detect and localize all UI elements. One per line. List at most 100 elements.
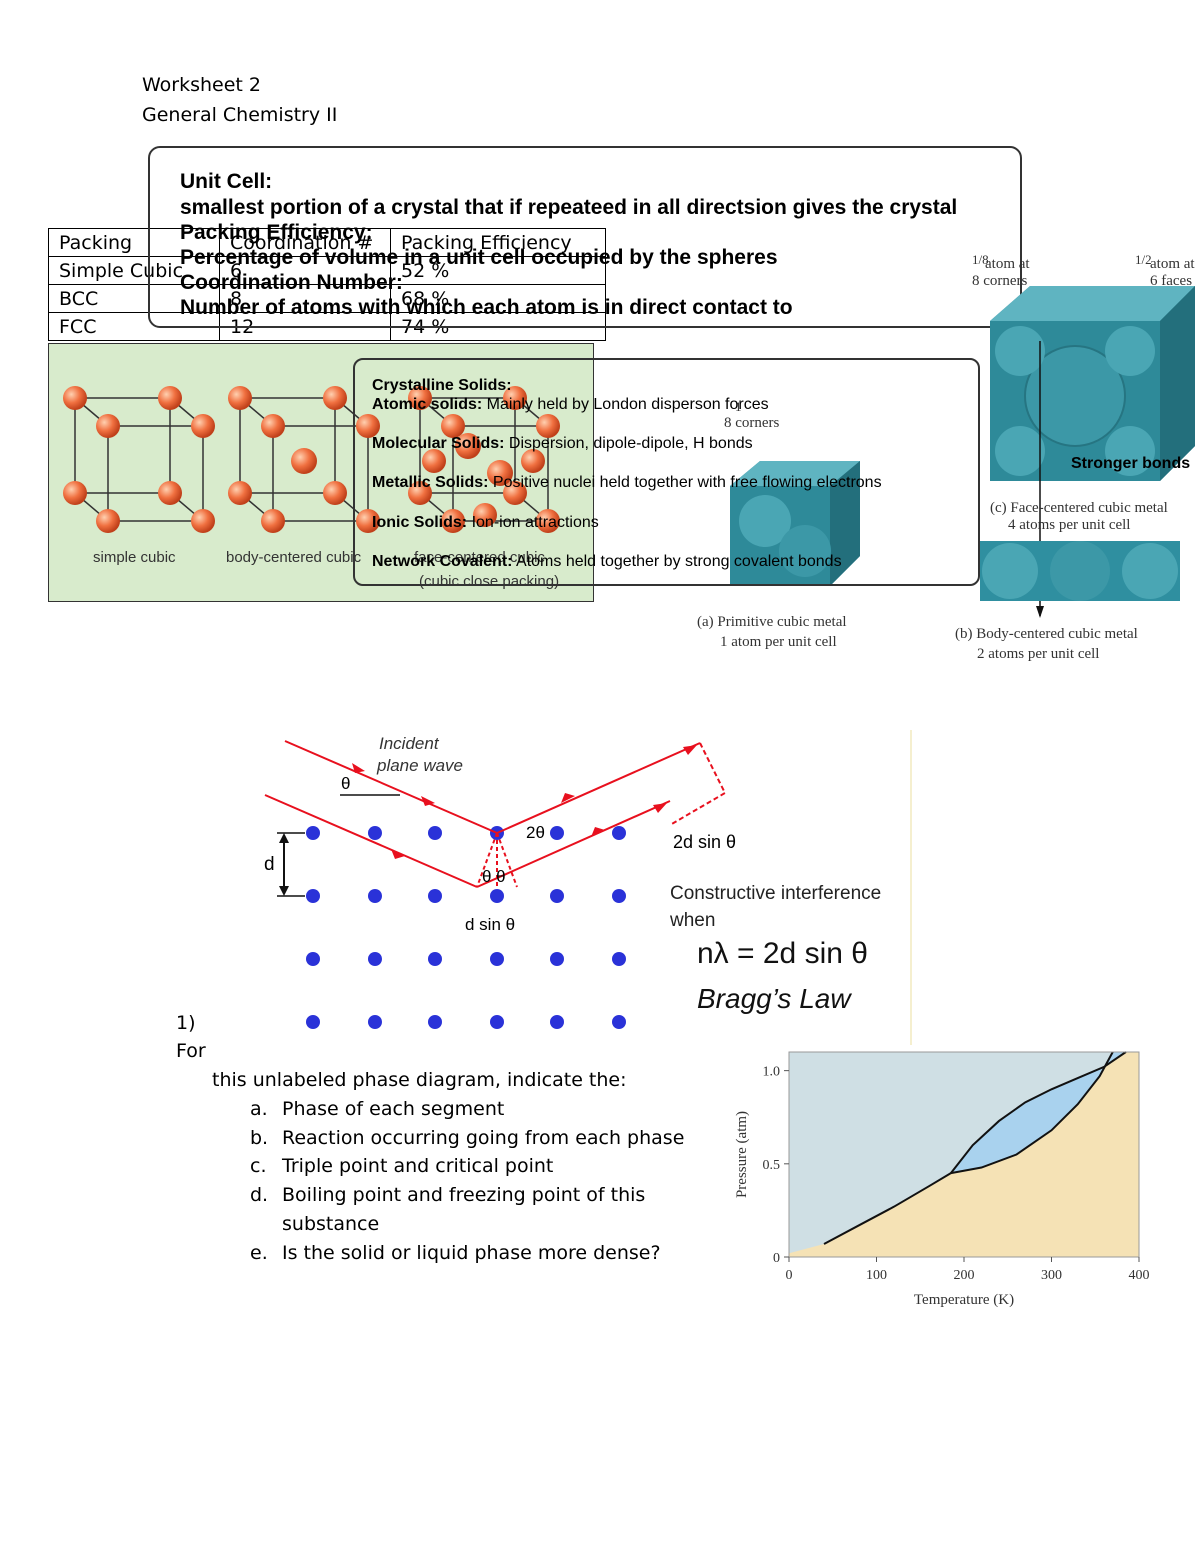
list-item: Molecular Solids: Dispersion, dipole-dip… [372, 435, 753, 453]
table-row: BCC 8 68 % [48, 284, 606, 313]
table-cell: BCC [48, 284, 220, 313]
y-tick-label: 1.0 [763, 1065, 781, 1080]
ray-arrows [352, 745, 697, 859]
fcc-cube-image [990, 286, 1195, 618]
course-title: General Chemistry II [142, 104, 338, 126]
x-tick-label: 400 [1129, 1268, 1150, 1283]
lattice-drawings [63, 386, 560, 533]
table-row: Simple Cubic 6 52 % [48, 256, 606, 285]
primitive-cube-image [730, 461, 860, 586]
packing-table: Packing Coordination # Packing Efficienc… [48, 228, 606, 341]
list-item: Phase of each segment [282, 1098, 505, 1120]
fcc-corner-fraction: 1/8 [972, 252, 989, 267]
fcc-face-label-2: 6 faces [1150, 273, 1193, 289]
question-number: 1) [176, 1012, 196, 1034]
table-cell: FCC [48, 312, 220, 341]
fcc-face-fraction: 1/2 [1135, 252, 1152, 267]
list-item-letter: b. [250, 1127, 269, 1149]
solid-type-name: Network Covalent: [372, 553, 513, 570]
bcc-caption-line1: (b) Body-centered cubic metal [955, 626, 1138, 642]
incident-label-2: plane wave [377, 756, 464, 775]
bcc-caption-line2: 2 atoms per unit cell [977, 646, 1100, 662]
table-header-cell: Packing [48, 228, 220, 257]
simple-cubic-atoms [63, 386, 215, 533]
list-item: Triple point and critical point [282, 1155, 554, 1177]
list-item: Atomic solids: Mainly held by London dis… [372, 396, 769, 414]
x-tick-label: 100 [866, 1268, 887, 1283]
two-theta-label: 2θ [526, 823, 545, 842]
solid-type-name: Ionic Solids: [372, 514, 468, 531]
packing-efficiency-title: Packing Efficiency: [180, 221, 373, 244]
vaporization-curve [950, 1051, 1114, 1175]
solid-region [789, 1052, 1126, 1254]
list-item: Ionic Solids: Ion-ion attractions [372, 514, 599, 532]
phase-regions [789, 1052, 1139, 1257]
constructive-label-2: when [670, 910, 716, 931]
table-cell: Simple Cubic [48, 256, 220, 285]
crystalline-solids-title: Crystalline Solids: [372, 377, 512, 394]
simple-cubic-lattice [74, 397, 204, 522]
list-item: Is the solid or liquid phase more dense? [282, 1242, 661, 1264]
y-tick-label: 0.5 [763, 1158, 781, 1173]
packing-efficiency-text: Percentage of volume in a unit cell occu… [180, 246, 778, 269]
list-item: Metallic Solids: Positive nuclei held to… [372, 474, 882, 492]
theta-label: θ [341, 774, 351, 793]
y-axis-label: Pressure (atm) [734, 1111, 750, 1198]
table-row: Packing Coordination # Packing Efficienc… [48, 228, 606, 257]
fcc-label: face-centered cubic [414, 549, 545, 566]
cubic-unit-cell-figures [730, 286, 1195, 618]
bragg-diagram [264, 740, 727, 1029]
definitions-box [148, 146, 1022, 328]
solid-type-name: Molecular Solids: [372, 435, 505, 452]
fcc-atoms [408, 386, 560, 533]
stronger-bonds-label: Stronger bonds [1071, 455, 1191, 472]
solid-type-desc: Ion-ion attractions [467, 514, 599, 531]
simple-cubic-label: simple cubic [93, 549, 176, 566]
image-edge-divider [910, 730, 912, 1045]
list-item: substance [282, 1213, 380, 1235]
list-item: Boiling point and freezing point of this [282, 1184, 646, 1206]
list-item-letter: d. [250, 1184, 269, 1206]
liquid-region [950, 1052, 1126, 1174]
solid-type-desc: Positive nuclei held together with free … [488, 474, 882, 491]
table-row: FCC 12 74 % [48, 312, 606, 341]
constructive-label-1: Constructive interference [670, 883, 882, 904]
list-item-letter: e. [250, 1242, 268, 1264]
question-for: For [176, 1040, 206, 1062]
x-axis-label: Temperature (K) [914, 1292, 1014, 1308]
x-tick-label: 300 [1041, 1268, 1062, 1283]
incident-label-1: Incident [379, 734, 439, 753]
y-tick-label: 0 [773, 1251, 780, 1266]
theta-theta-label: θ θ [482, 867, 506, 886]
unit-cell-title: Unit Cell: [180, 170, 273, 193]
list-item: Reaction occurring going from each phase [282, 1127, 685, 1149]
unit-cell-text: smallest portion of a crystal that if re… [180, 196, 958, 219]
crystalline-solids-box [353, 358, 980, 586]
table-cell: 52 % [390, 256, 606, 285]
bragg-equation: nλ = 2d sin θ [697, 937, 868, 970]
primitive-corner-fraction: 1 [735, 399, 742, 414]
bragg-law-label: Bragg’s Law [697, 983, 851, 1014]
x-tick-label: 0 [786, 1268, 793, 1283]
fcc-face-label: atom at [1150, 256, 1195, 272]
incident-rays [264, 740, 727, 888]
list-item: Network Covalent: Atoms held together by… [372, 553, 842, 571]
x-tick-label: 200 [954, 1268, 975, 1283]
solid-type-desc: Dispersion, dipole-dipole, H bonds [504, 435, 753, 452]
primitive-caption-line2: 1 atom per unit cell [720, 634, 837, 650]
primitive-corner-label: 8 corners [724, 415, 780, 431]
sublimation-curve [823, 1172, 952, 1245]
fcc-corner-label-2: 8 corners [972, 273, 1028, 289]
solid-type-desc: Atoms held together by strong covalent b… [512, 553, 842, 570]
table-header-cell: Coordination # [219, 228, 391, 257]
primitive-caption-line1: (a) Primitive cubic metal [697, 614, 847, 630]
solid-type-name: Atomic solids: [372, 396, 483, 413]
fcc-corner-label: atom at [985, 256, 1030, 272]
d-spacing-label: d [264, 854, 275, 875]
table-cell: 8 [219, 284, 391, 313]
phase-boundary-lines [823, 1051, 1127, 1245]
solid-type-desc: Mainly held by London disperson forces [482, 396, 769, 413]
table-cell: 68 % [390, 284, 606, 313]
